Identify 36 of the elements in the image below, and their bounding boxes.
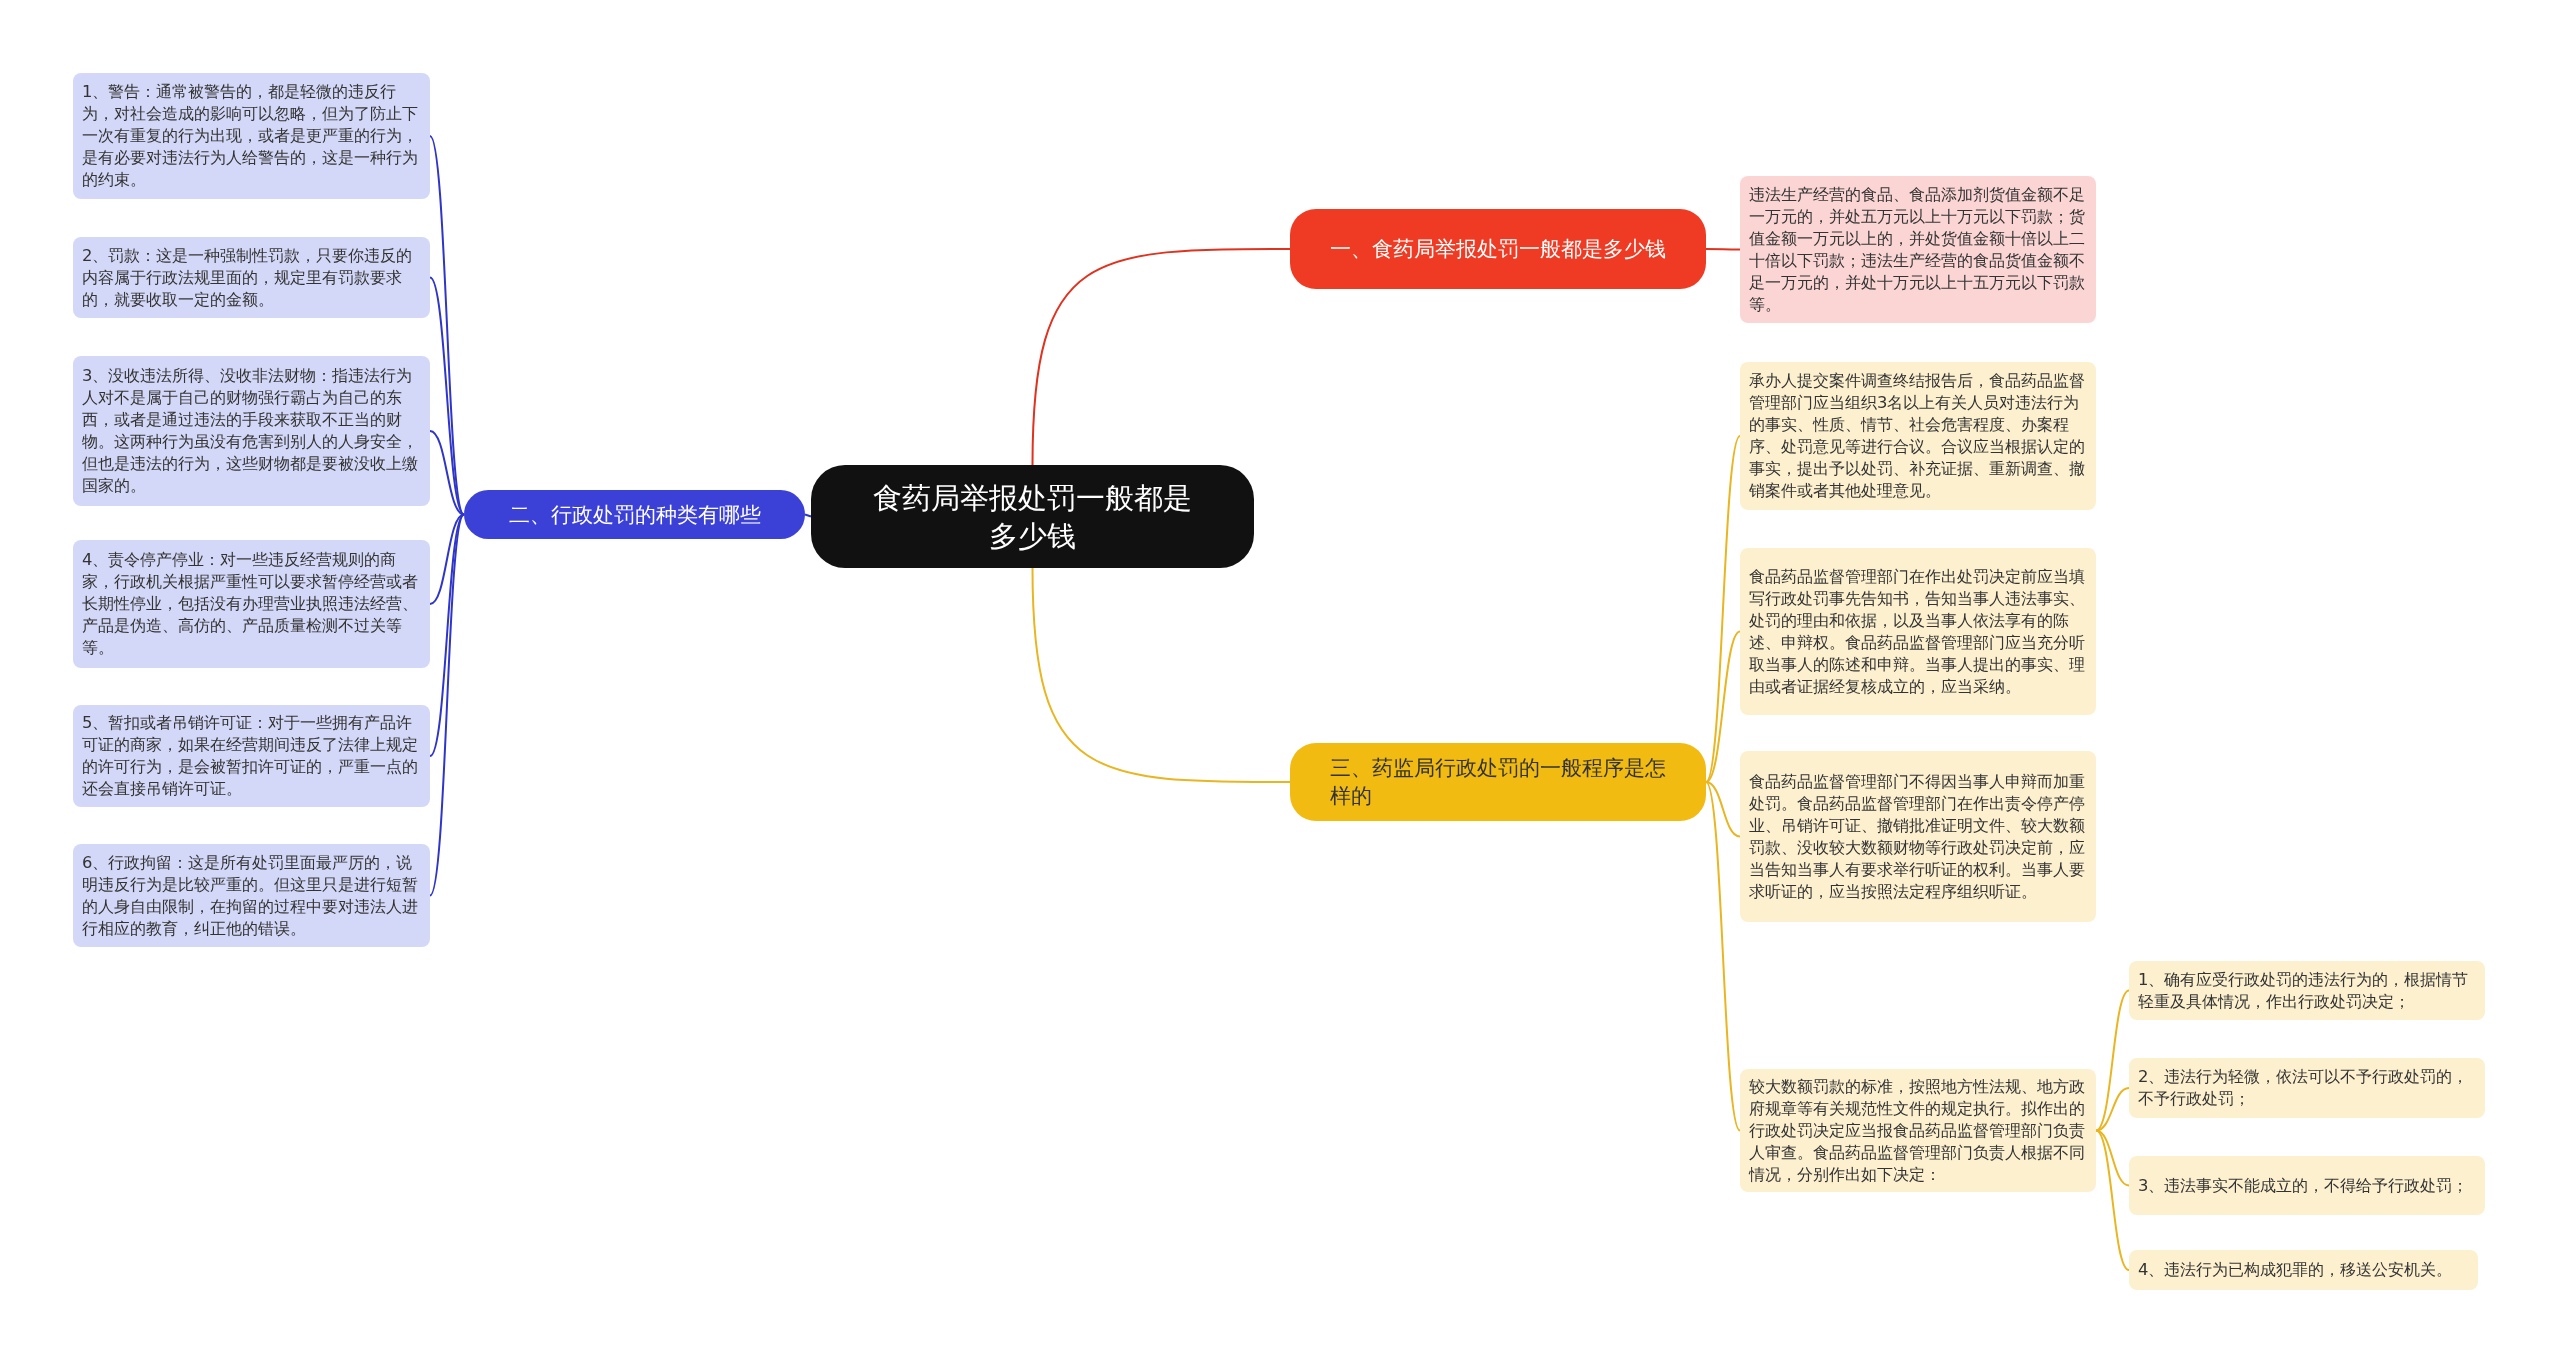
text-card: 食品药品监督管理部门在作出处罚决定前应当填写行政处罚事先告知书，告知当事人违法事实、处罚的理由和依据，以及当事人依法享有的陈述、申辩权。食品药品监督管理部门应当充分听取当事人的陈述和申辩。当事人提出的事实、理由或者证据经复核成立的，应当采纳。 [1740, 548, 2096, 715]
text-card: 3、没收违法所得、没收非法财物：指违法行为人对不是属于自己的财物强行霸占为自己的东西，或者是通过违法的手段来获取不正当的财物。这两种行为虽没有危害到别人的人身安全，但也是违法的行为，这些财物都是要被没收上缴国家的。 [73, 356, 430, 506]
text-card: 食品药品监督管理部门不得因当事人申辩而加重处罚。食品药品监督管理部门在作出责令停产停业、吊销许可证、撤销批准证明文件、较大数额罚款、没收较大数额财物等行政处罚决定前，应当告知当事人有要求举行听证的权利。当事人要求听证的，应当按照法定程序组织听证。 [1740, 751, 2096, 922]
topic-box: 二、行政处罚的种类有哪些 [464, 490, 805, 539]
text-card: 5、暂扣或者吊销许可证：对于一些拥有产品许可证的商家，如果在经营期间违反了法律上规定的许可行为，是会被暂扣许可证的，严重一点的还会直接吊销许可证。 [73, 705, 430, 807]
text-card: 2、违法行为轻微，依法可以不予行政处罚的，不予行政处罚； [2129, 1058, 2485, 1118]
text-card: 1、确有应受行政处罚的违法行为的，根据情节轻重及具体情况，作出行政处罚决定； [2129, 961, 2485, 1020]
connector-line [1705, 630, 1741, 783]
topic-box: 三、药监局行政处罚的一般程序是怎样的 [1290, 743, 1706, 821]
connector-line [804, 513, 812, 518]
connector-line [1705, 248, 1741, 251]
connector-line [2095, 989, 2130, 1132]
connector-line [2095, 1129, 2130, 1271]
text-card: 违法生产经营的食品、食品添加剂货值金额不足一万元的，并处五万元以上十万元以下罚款；货值金额一万元以上的，并处货值金额十倍以上二十倍以下罚款；违法生产经营的食品货值金额不足一万元的，并处十万元以上十五万元以下罚款等。 [1740, 176, 2096, 323]
text-card: 较大数额罚款的标准，按照地方性法规、地方政府规章等有关规范性文件的规定执行。拟作出的行政处罚决定应当报食品药品监督管理部门负责人审查。食品药品监督管理部门负责人根据不同情况，分别作出如下决定： [1740, 1069, 2096, 1192]
connector-line [429, 135, 465, 516]
topic-box: 一、食药局举报处罚一般都是多少钱 [1290, 209, 1706, 289]
connector-line [1705, 781, 1741, 1132]
central-topic: 食药局举报处罚一般都是多少钱 [811, 465, 1254, 568]
text-card: 承办人提交案件调查终结报告后，食品药品监督管理部门应当组织3名以上有关人员对违法行为的事实、性质、情节、社会危害程度、办案程序、处罚意见等进行合议。合议应当根据认定的事实，提出予以处罚、补充证据、重新调查、撤销案件或者其他处理意见。 [1740, 362, 2096, 510]
connector-line [429, 276, 465, 516]
text-card: 1、警告：通常被警告的，都是轻微的违反行为，对社会造成的影响可以忽略，但为了防止下一次有重复的行为出现，或者是更严重的行为，是有必要对违法行为人给警告的，这是一种行为的约束。 [73, 73, 430, 199]
connector-line [2095, 1129, 2130, 1187]
text-card: 4、责令停产停业：对一些违反经营规则的商家，行政机关根据严重性可以要求暂停经营或者长期性停业，包括没有办理营业执照违法经营、产品是伪造、高仿的、产品质量检测不过关等等。 [73, 540, 430, 668]
text-card: 2、罚款：这是一种强制性罚款，只要你违反的内容属于行政法规里面的，规定里有罚款要求的，就要收取一定的金额。 [73, 237, 430, 318]
connector-line [429, 430, 465, 516]
connector-line [429, 513, 465, 757]
connector-line [1705, 781, 1741, 838]
connector-line [429, 513, 465, 605]
connector-line [1031, 567, 1291, 783]
text-card: 6、行政拘留：这是所有处罚里面最严厉的，说明违反行为是比较严重的。但这里只是进行短暂的人身自由限制，在拘留的过程中要对违法人进行相应的教育，纠正他的错误。 [73, 844, 430, 947]
connector-line [1031, 248, 1291, 466]
text-card: 4、违法行为已构成犯罪的，移送公安机关。 [2129, 1250, 2478, 1290]
text-card: 3、违法事实不能成立的，不得给予行政处罚； [2129, 1156, 2485, 1215]
connector-line [429, 513, 465, 897]
connector-line [2095, 1087, 2130, 1132]
